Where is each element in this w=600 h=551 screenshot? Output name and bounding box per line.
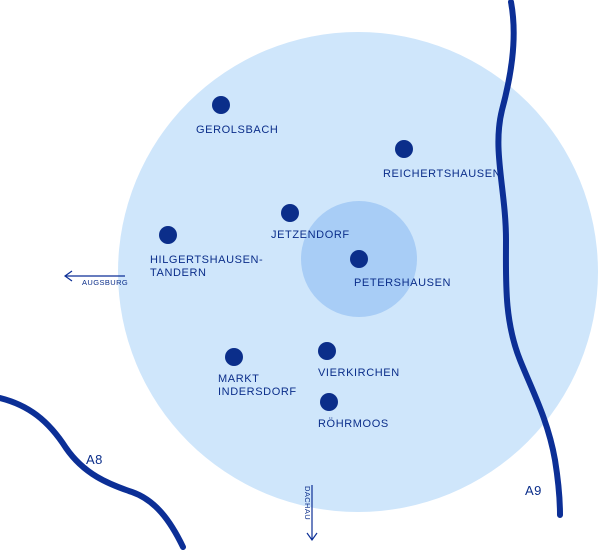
- dachau-arrow: [306, 485, 318, 542]
- augsburg-arrow: [63, 270, 125, 282]
- jetzendorf-dot: [281, 204, 299, 222]
- vierkirchen-dot: [318, 342, 336, 360]
- markt-indersdorf-label: MARKT INDERSDORF: [218, 373, 297, 398]
- petershausen-dot: [350, 250, 368, 268]
- vierkirchen-label: VIERKIRCHEN: [318, 367, 400, 379]
- roehrmoos-dot: [320, 393, 338, 411]
- petershausen-label: PETERSHAUSEN: [354, 277, 452, 289]
- reichertshausen-label: REICHERTSHAUSEN: [383, 168, 502, 180]
- a8-road: [0, 395, 186, 550]
- gerolsbach-label: GEROLSBACH: [196, 124, 279, 136]
- roehrmoos-label: RÖHRMOOS: [318, 418, 389, 430]
- reichertshausen-dot: [395, 140, 413, 158]
- markt-indersdorf-dot: [225, 348, 243, 366]
- jetzendorf-label: JETZENDORF: [271, 229, 350, 241]
- a8-label: A8: [86, 452, 103, 467]
- a9-label: A9: [525, 483, 542, 498]
- gerolsbach-dot: [212, 96, 230, 114]
- hilgertshausen-dot: [159, 226, 177, 244]
- augsburg-label: AUGSBURG: [82, 278, 129, 287]
- hilgertshausen-label: HILGERTSHAUSEN- TANDERN: [150, 254, 264, 279]
- dachau-label: DACHAU: [303, 486, 312, 521]
- a9-road: [495, 0, 563, 518]
